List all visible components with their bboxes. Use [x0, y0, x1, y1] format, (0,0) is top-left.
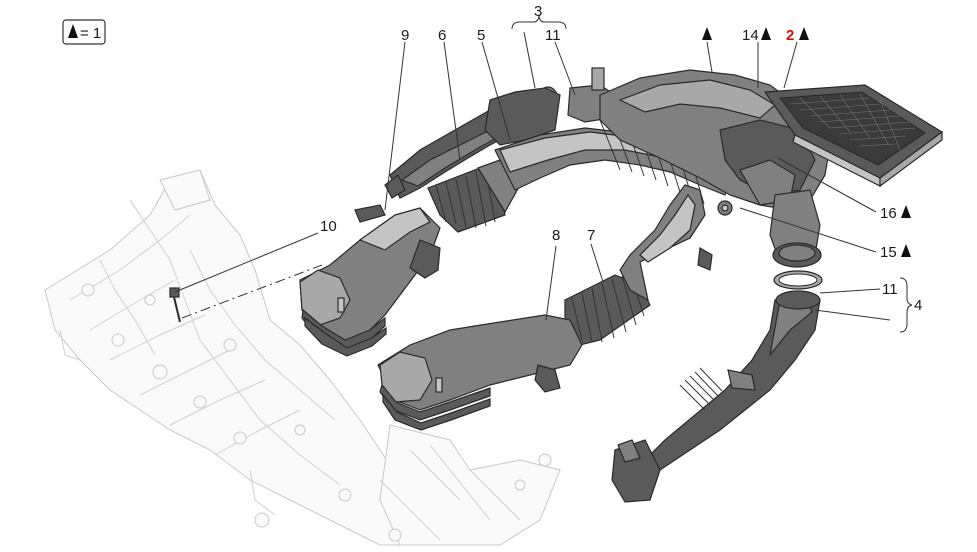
callout-9: 9 [401, 27, 409, 44]
legend-text: = 1 [80, 25, 101, 42]
callout-15: 15 [880, 244, 897, 261]
torque-marker-icon [901, 244, 911, 257]
callout-3: 3 [534, 3, 542, 20]
torque-marker-icon [702, 27, 712, 40]
torque-marker-icon [901, 205, 911, 218]
part-4-outlet-hose [611, 270, 823, 503]
callout-5: 5 [477, 27, 485, 44]
callout-8: 8 [552, 227, 560, 244]
callout-6: 6 [438, 27, 446, 44]
callout-7: 7 [587, 227, 595, 244]
bolt-alignment-line [181, 264, 323, 319]
torque-marker-icon [761, 27, 771, 40]
callout-11-lower: 11 [882, 281, 898, 298]
part-9-air-duct [299, 207, 441, 357]
air-box-outlet [769, 189, 822, 268]
part-8-lower-duct [377, 314, 583, 431]
callout-16: 16 [880, 205, 897, 222]
callout-14: 14 [742, 27, 759, 44]
callout-4: 4 [914, 297, 922, 314]
torque-marker-icon [799, 27, 809, 40]
callout-10: 10 [320, 218, 337, 235]
part-2-air-filter-element [763, 84, 944, 188]
leader-lines [174, 15, 913, 333]
callout-2: 2 [786, 27, 794, 44]
lower-u-duct [619, 184, 706, 302]
ghost-chassis-frame [44, 169, 561, 546]
torque-wrench-icon [68, 24, 78, 38]
part-10-bolt [169, 287, 181, 323]
part-7-bellows-hose [564, 274, 651, 346]
callout-11-upper: 11 [545, 27, 561, 44]
torque-legend: = 1 [62, 19, 106, 45]
air-filter-housing [599, 69, 831, 271]
part-6-bellows-hose [427, 159, 521, 233]
